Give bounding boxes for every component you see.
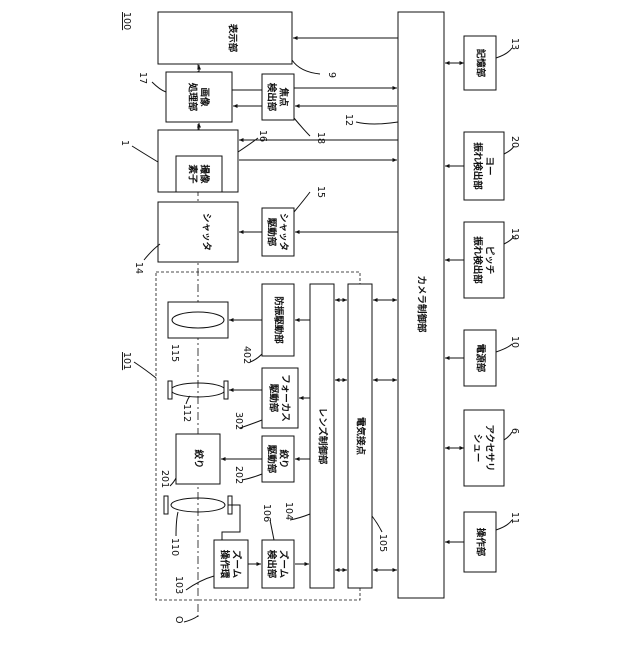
power-block: 電源部 — [464, 330, 496, 386]
ref-10: 10 — [509, 336, 520, 348]
ref-112: 112 — [181, 404, 192, 422]
electrical-contacts-block: 電気接点 — [348, 284, 372, 588]
ref-O: O — [173, 616, 184, 623]
ref-105: 105 — [377, 534, 388, 552]
ref-17: 17 — [137, 72, 148, 84]
focus-drive-block: フォーカス駆動部 — [262, 368, 298, 428]
aperture-drive-block: 絞り駆動部 — [262, 436, 294, 482]
pitch-detect-block: ピッチ振れ検出部 — [464, 222, 504, 298]
ref-20: 20 — [509, 136, 520, 148]
ref-103: 103 — [173, 576, 184, 594]
ref-12: 12 — [343, 114, 354, 126]
ref-6: 6 — [509, 428, 520, 434]
ref-1: 1 — [119, 140, 130, 146]
ref-15: 15 — [315, 186, 326, 198]
operation-label: 操作部 — [475, 528, 487, 557]
ref-13: 13 — [509, 38, 520, 50]
ref-115: 115 — [169, 344, 180, 362]
camera-control-block: カメラ制御部 — [398, 12, 444, 598]
shutter-label: シャッタ — [201, 213, 213, 251]
image-processing-block: 画像処理部 — [166, 72, 232, 122]
stabilization-drive-block: 防振駆動部 — [262, 284, 294, 356]
ref-18: 18 — [315, 132, 326, 144]
ref-201: 201 — [159, 470, 170, 488]
storage-block: 記憶部 — [464, 36, 496, 90]
lens-control-block: レンズ制御部 — [310, 284, 334, 588]
zoom-detect-block: ズーム検出部 — [262, 540, 294, 588]
storage-label: 記憶部 — [475, 49, 487, 78]
ref-9: 9 — [326, 72, 337, 78]
power-label: 電源部 — [475, 344, 487, 373]
camera-control-label: カメラ制御部 — [416, 275, 428, 333]
contacts-label: 電気接点 — [355, 417, 367, 456]
shutter-drive-block: シャッタ駆動部 — [262, 208, 294, 256]
imaging-block: 撮像素子 — [158, 130, 238, 192]
focus-detection-block: 焦点検出部 — [262, 74, 294, 120]
ref-14: 14 — [133, 262, 144, 274]
aperture-label: 絞り — [193, 448, 205, 468]
ref-202: 202 — [233, 466, 244, 484]
operation-block: 操作部 — [464, 512, 496, 572]
ref-106: 106 — [261, 504, 272, 522]
aperture-block: 絞り — [176, 434, 220, 484]
stabilization-lens — [168, 302, 228, 338]
zoom-ring-block: ズーム操作環 — [214, 540, 248, 588]
shutter-block: シャッタ — [158, 202, 238, 262]
ref-101: 101 — [121, 352, 132, 370]
ref-16: 16 — [257, 130, 268, 142]
ref-110: 110 — [169, 538, 180, 556]
accessory-shoe-block: アクセサリシュー — [464, 410, 504, 486]
yaw-detect-block: ヨー振れ検出部 — [464, 132, 504, 200]
display-block: 表示部 — [158, 12, 292, 64]
lens-control-label: レンズ制御部 — [317, 408, 329, 465]
stab-drive-label: 防振駆動部 — [273, 296, 285, 344]
display-label: 表示部 — [227, 23, 239, 53]
ref-19: 19 — [509, 228, 520, 240]
ref-100: 100 — [121, 12, 132, 30]
ref-104: 104 — [283, 502, 294, 520]
